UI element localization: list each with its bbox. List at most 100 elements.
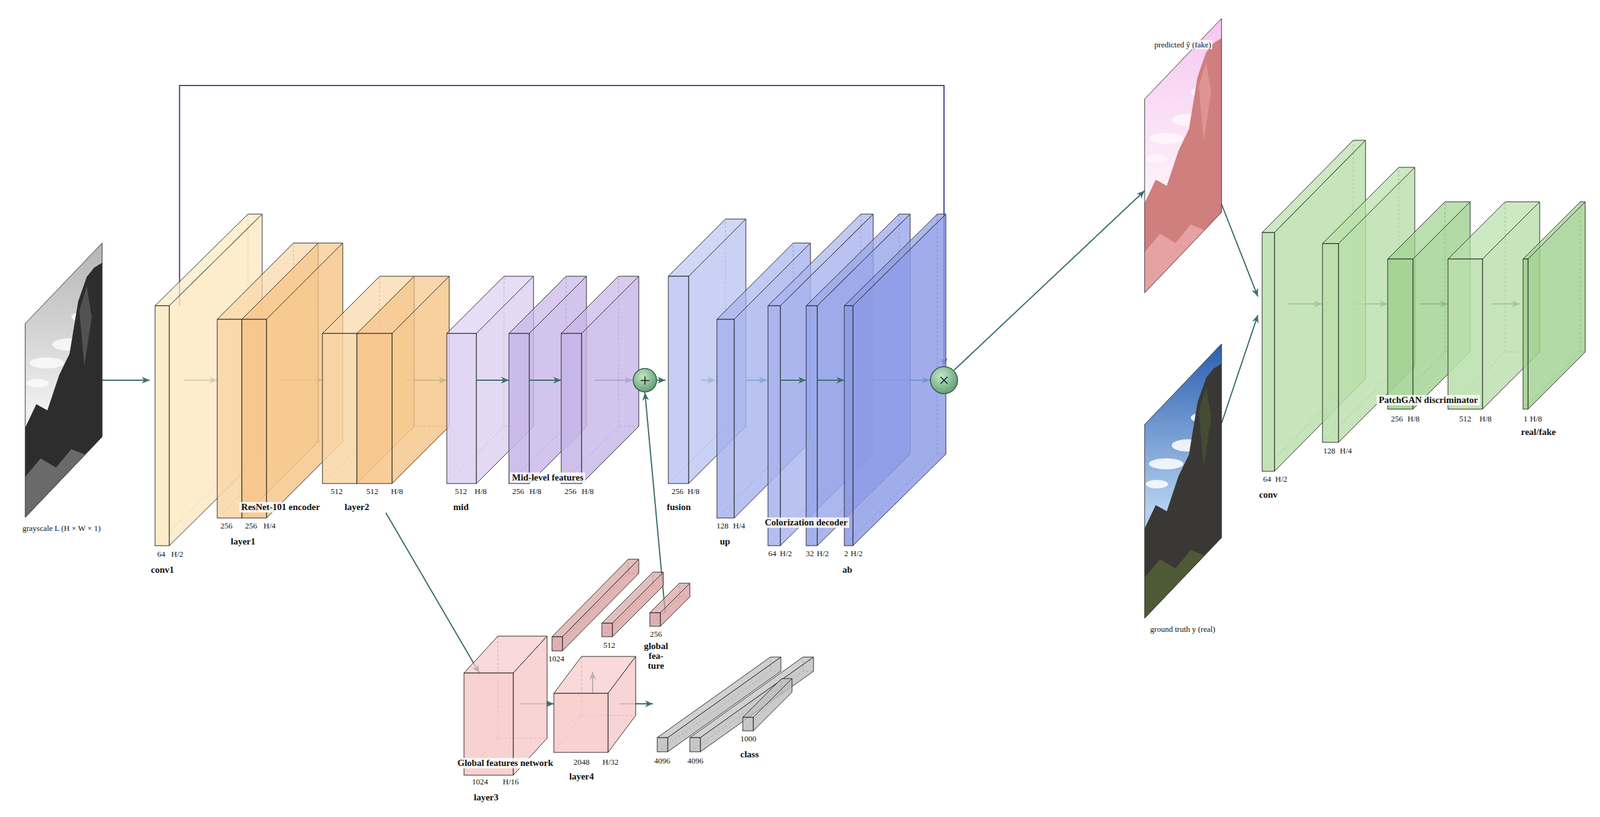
tensor-slab (716, 243, 811, 519)
arrow-head (1313, 300, 1322, 308)
arrow-head (209, 377, 218, 384)
tensor-slab (356, 276, 450, 484)
arrow-head (921, 377, 930, 384)
dimension-label: H/4 (732, 521, 746, 530)
dimension-label: H/8 (687, 487, 700, 496)
dimension-label: H/2 (816, 549, 829, 558)
layer-name: layer3 (473, 793, 499, 803)
tensor-slab (601, 572, 664, 637)
dimension-label: 256 (1390, 414, 1404, 423)
arrow-head (438, 377, 447, 384)
connector-arrow (700, 377, 716, 384)
arrow-head (141, 377, 150, 384)
tensor-slab (553, 656, 636, 753)
arrow-head (553, 377, 562, 384)
dimension-label: 2 (844, 549, 849, 558)
dimension-label: H/2 (850, 549, 863, 558)
connector-arrow (276, 377, 323, 384)
layer-name: up (720, 537, 731, 547)
dimension-label: 64 (157, 550, 166, 559)
connector-arrow (1492, 300, 1520, 308)
dimension-label: 4096 (687, 756, 704, 765)
dimension-label: 1 (1523, 414, 1528, 423)
group-title: PatchGAN discriminator (1376, 395, 1480, 406)
dimension-label: 32 (806, 549, 815, 558)
connector-arrow (657, 377, 666, 384)
tensor-slab (552, 559, 639, 652)
connector-arrow (1288, 300, 1323, 308)
connector-arrow (1353, 300, 1388, 308)
layer-name: conv1 (150, 565, 175, 575)
connector-arrow (589, 672, 597, 694)
dimension-label: 128 (1323, 446, 1336, 455)
arrow-head (707, 377, 716, 384)
tensor-slab (844, 214, 946, 546)
dimension-label: 256 (244, 521, 258, 530)
discriminator-block: 128H/4 (1321, 243, 1354, 456)
input-image: grayscale L (H × W × 1) (20, 243, 103, 534)
connector-arrow (520, 700, 554, 708)
group-title: Colorization decoder (763, 517, 850, 528)
tensor-slab (668, 219, 746, 484)
dimension-label: 64 (768, 549, 777, 558)
tensor-slab (217, 243, 319, 519)
layer-name: layer1 (230, 537, 256, 547)
layer-name: global fea- ture (639, 641, 673, 671)
connector-arrow (385, 513, 480, 674)
dimension-label: 1000 (740, 734, 757, 743)
dimension-label: H/8 (529, 487, 542, 496)
image-caption: ground truth y (real) (1150, 625, 1216, 634)
arrow-head (624, 377, 633, 384)
flow-arrow (476, 379, 509, 381)
class-bars: 409640961000class (652, 689, 805, 767)
connector-arrow (184, 377, 218, 384)
connector-arrow (746, 377, 768, 384)
dimension-label: H/8 (1479, 414, 1492, 423)
dimension-label: 512 (1459, 414, 1472, 423)
arrow-head (589, 672, 597, 680)
flow-arrow (780, 379, 807, 381)
arrow-head (798, 377, 807, 384)
mid-level-block: 512H/8256H/8256H/8mid (446, 333, 596, 514)
encoder-block: 256256H/4layer1 (217, 319, 277, 548)
dimension-label: 256 (564, 487, 577, 496)
arrow-head (1440, 300, 1448, 308)
tensor-slab (561, 276, 639, 484)
tensor-slab (806, 214, 911, 546)
image-caption: predicted ŷ (fake) (1153, 40, 1213, 50)
dimension-label: H/32 (602, 758, 619, 767)
arrow-head (1252, 315, 1259, 324)
tensor-slab (1523, 201, 1586, 410)
arrow-head (940, 358, 948, 367)
connector-arrow (595, 377, 633, 384)
photo-content (25, 243, 103, 518)
dimension-label: 64 (1263, 475, 1272, 484)
arrow-head (642, 392, 650, 401)
tensor-slab (322, 276, 415, 484)
discriminator-block: 64H/2conv (1257, 232, 1289, 501)
tensor-slab (689, 657, 814, 752)
group-title: Global features network (455, 758, 556, 769)
dimension-label: H/4 (263, 521, 276, 530)
target-image: ground truth y (real) (1144, 344, 1222, 635)
tensor-slab (241, 243, 343, 519)
dimension-label: H/8 (581, 487, 594, 496)
decoder-block: 128H/4up (715, 319, 747, 548)
conv-block: 64H/2conv1 (149, 305, 185, 576)
tensor-slab (446, 276, 534, 484)
arrow-head (314, 377, 323, 384)
dimension-label: 2048 (573, 758, 590, 767)
dimension-label: 256 (512, 487, 525, 496)
arrow-head (1512, 300, 1520, 308)
connector-arrow (864, 377, 930, 384)
